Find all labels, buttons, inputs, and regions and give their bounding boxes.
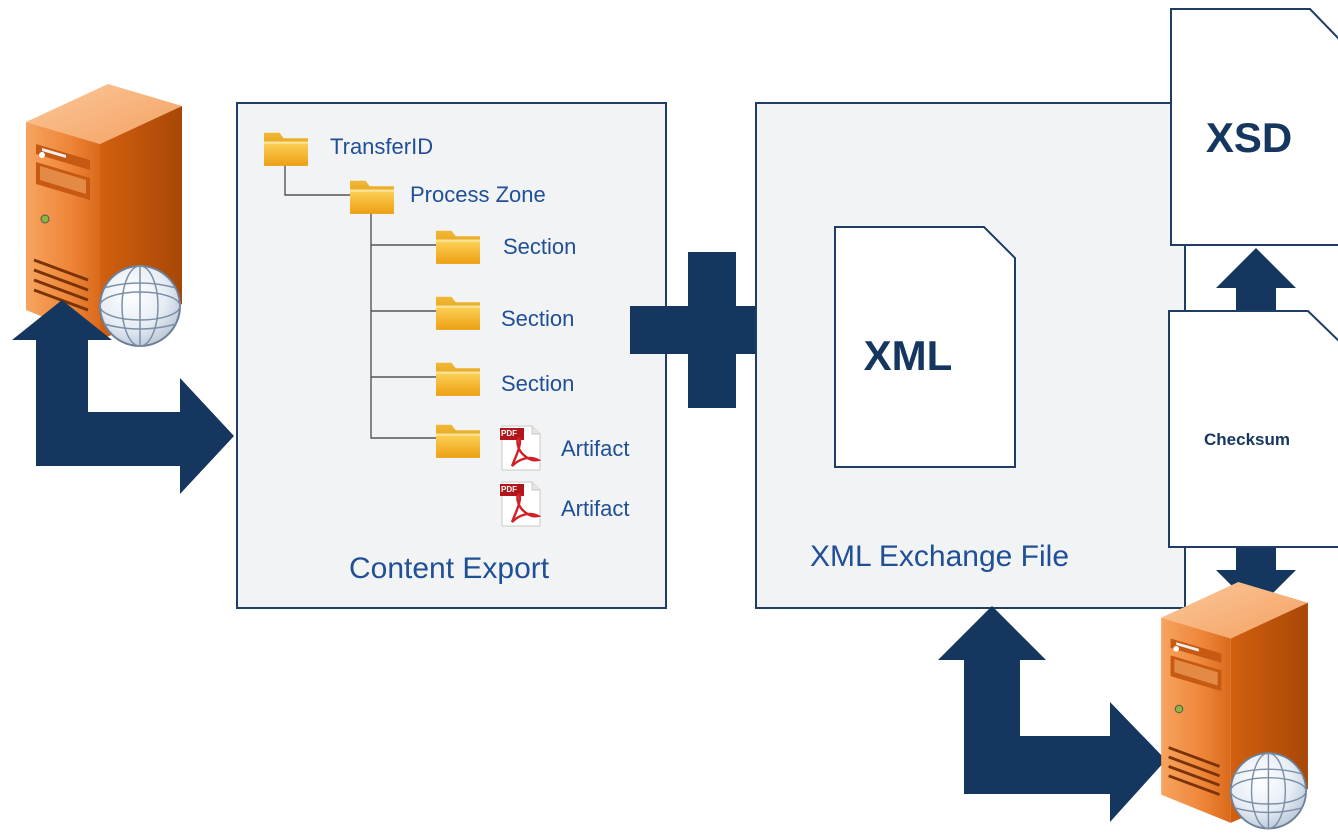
tree-label-artifact-2: Artifact [561,496,630,521]
tree-label-artifact-1: Artifact [561,436,630,461]
up-arrow-icon [1216,248,1296,320]
checksum-document-label: Checksum [1204,430,1290,449]
tree-label-process-zone: Process Zone [410,182,546,207]
tree-label-transferid: TransferID [330,134,434,159]
server-icon-right [1159,580,1310,830]
tree-label-section-1: Section [503,234,577,259]
xsd-document-label: XSD [1205,114,1293,161]
xml-document-icon [834,226,1016,468]
xml-exchange-caption: XML Exchange File [810,540,1070,573]
pdf-badge-1: PDF [501,429,517,438]
down-arrow-icon [1216,546,1296,610]
xsd-document-icon [1170,8,1338,246]
content-export-caption: Content Export [349,552,550,585]
tree-label-section-3: Section [501,371,575,396]
plus-icon [630,252,794,408]
xml-document-label: XML [863,332,953,379]
pdf-badge-2: PDF [501,485,517,494]
tree-connectors [284,165,436,439]
content-export-panel [236,102,667,609]
tree-label-section-2: Section [501,306,575,331]
bent-arrow-icon-left [12,300,234,494]
checksum-document-icon [1168,310,1338,548]
